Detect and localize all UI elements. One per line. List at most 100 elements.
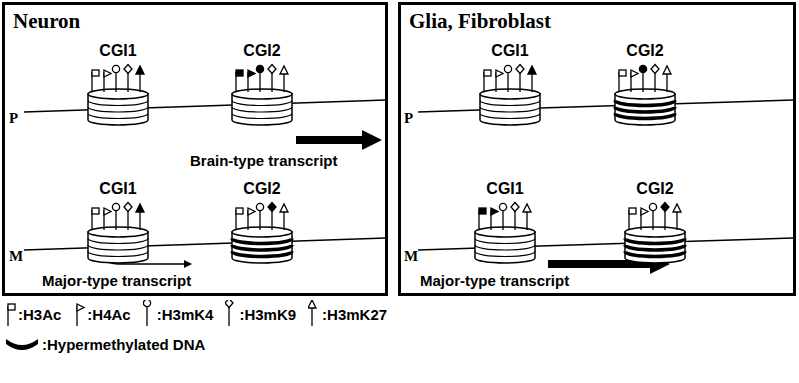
dna-wrap [480,101,540,106]
histone-mark-symbol [92,208,99,214]
dna-wrap [88,101,148,106]
hypermethylated-dna-symbol [6,339,38,350]
histone-mark-symbol [649,203,656,210]
mark-stem [139,212,140,230]
histone-mark-symbol [256,65,263,72]
promoter-label: M [404,248,418,264]
histone-mark-symbol [124,65,132,74]
hypermethylated-dna [625,252,685,257]
legend-symbol [143,300,157,328]
legend-row: :Hypermethylated DNA [4,334,205,354]
histone-marks [629,203,681,231]
promoter-label: P [9,110,18,126]
histone-mark-symbol [516,65,524,74]
dna-wrap [475,239,535,244]
histone-mark-symbol [248,70,255,77]
dna-strand [418,100,793,112]
promoter-label: P [404,110,413,126]
mark-stem [259,73,260,92]
cgi-label: CGI2 [626,42,663,60]
histone-mark-symbol [92,70,99,76]
histone-mark-symbol [484,70,491,76]
histone-mark-symbol [280,204,288,212]
histone-mark-symbol [77,304,84,311]
histone-mark-symbol [504,65,511,72]
mark-stem [502,211,503,230]
cell-type-panel: Glia, FibroblastCGI1CGI2CGI1CGI2 [398,2,796,296]
arrow-head [184,260,192,268]
mark-stem [115,73,116,92]
legend-row: :H3Ac:H4Ac:H3mK4:H3mK9:H3mK27 [4,300,387,328]
mark-stem [652,211,653,230]
histone-mark-symbol [268,203,276,212]
dna-wrap [480,114,540,119]
hypermethylated-dna [625,245,685,250]
histone-mark-symbol [523,204,531,212]
transcript-label: Major-type transcript [42,272,191,289]
cgi-label: CGI2 [636,180,673,198]
nucleosome-top [625,227,685,237]
legend-entry: :Hypermethylated DNA [4,334,205,354]
histone-mark-symbol [479,208,486,214]
nucleosome-top [475,227,535,237]
dna-wrap [88,114,148,119]
nucleosome-top [232,89,292,99]
mark-stem [127,211,128,230]
histone-marks [92,203,144,231]
legend-symbol [73,300,87,328]
histone-mark-symbol [268,65,276,74]
legend-symbol [4,300,18,328]
nucleosome-top [88,89,148,99]
histone-mark-symbol [248,208,255,215]
histone-mark-symbol [104,70,111,77]
cgi-nucleosome: CGI1 [73,180,163,264]
histone-mark-symbol [661,203,669,212]
legend-text: :H4Ac [87,306,130,323]
histone-marks [619,65,671,93]
dna-wrap [88,107,148,112]
cgi-nucleosome: CGI1 [460,180,550,264]
cgi-nucleosome: CGI2 [217,42,307,126]
dna-wrap [232,107,292,112]
panel-title: Glia, Fibroblast [401,5,551,33]
cell-type-panel: NeuronCGI1CGI2CGI1CGI2 [2,2,388,296]
histone-mark-symbol [528,66,536,74]
dna-wrap [475,245,535,250]
legend-entry: :H3mK4 [143,300,214,328]
histone-mark-symbol [236,70,243,76]
histone-mark-symbol [225,300,233,308]
cgi-label: CGI2 [243,42,280,60]
histone-mark-symbol [641,208,648,215]
mark-stem [283,212,284,230]
histone-mark-symbol [136,204,144,212]
histone-marks [484,65,536,93]
legend-entry: :H3mK9 [225,300,296,328]
nucleosome-top [615,89,675,99]
mark-stem [676,212,677,230]
histone-mark-symbol [651,65,659,74]
mark-stem [229,307,230,326]
histone-marks [236,203,288,231]
mark-stem [531,74,532,92]
dna-strand [24,238,386,250]
mark-stem [146,307,147,326]
hypermethylated-dna [232,245,292,250]
cgi-nucleosome: CGI1 [73,42,163,126]
histone-mark-symbol [629,208,636,214]
mark-stem [311,308,312,326]
histone-mark-symbol [673,204,681,212]
panel-title: Neuron [5,5,80,33]
cgi-nucleosome: CGI2 [610,180,700,264]
cgi-label: CGI1 [99,42,136,60]
histone-mark-symbol [136,66,144,74]
nucleosome-top [232,227,292,237]
histone-mark-symbol [631,70,638,77]
histone-mark-symbol [8,304,15,310]
mark-stem [271,211,272,230]
histone-mark-symbol [663,66,671,74]
legend-text: :Hypermethylated DNA [42,336,205,353]
mark-stem [127,73,128,92]
histone-marks [236,65,288,93]
mark-stem [139,74,140,92]
